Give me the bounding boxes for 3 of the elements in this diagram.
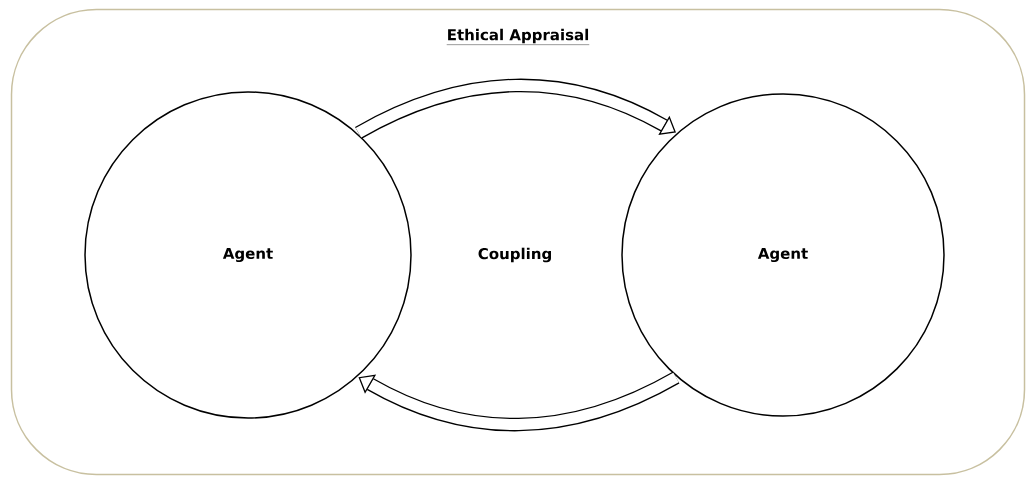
curved-arrow: [358, 371, 680, 432]
curved-arrow: [355, 78, 676, 139]
label-text: Coupling: [478, 247, 551, 263]
